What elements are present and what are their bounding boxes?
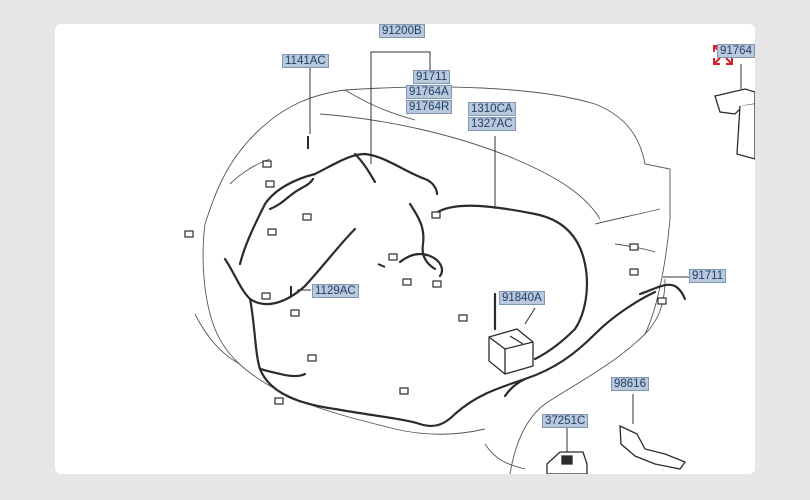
harness-to-relay — [408, 202, 437, 271]
part-label-91764r[interactable]: 91764R — [406, 100, 453, 114]
connector-18 — [629, 268, 639, 276]
bolt-left — [377, 263, 386, 268]
connector-6 — [261, 292, 271, 300]
harness-right-branch — [638, 283, 687, 301]
diagram-frame: 91200B 1141AC 91711 91764A 91764R 1310CA… — [55, 24, 755, 474]
bolt-group — [290, 136, 386, 296]
connector-1 — [262, 160, 272, 168]
leader-91200b — [370, 51, 431, 164]
harness-center-branch — [398, 252, 444, 278]
radiator-outline — [484, 443, 526, 470]
connector-5 — [184, 230, 194, 238]
harness-left-upper — [268, 177, 315, 211]
engine-bay-outline — [204, 86, 671, 474]
side-rail-outline — [194, 313, 241, 365]
harness-bottom-branch — [258, 367, 307, 378]
harness-lower-feed — [503, 377, 527, 398]
part-label-1310ca[interactable]: 1310CA — [468, 102, 516, 116]
connector-13 — [432, 280, 442, 288]
part-37251c — [546, 451, 588, 474]
connector-10 — [399, 387, 409, 395]
harness-upper-branch — [313, 152, 439, 196]
harness-upper-branch-2 — [353, 152, 377, 184]
connector-4 — [267, 228, 277, 236]
fender-left-outline — [202, 223, 486, 435]
part-label-37251c[interactable]: 37251C — [542, 414, 589, 428]
harness-left-branch — [238, 172, 317, 266]
connector-8 — [307, 354, 317, 362]
part-label-91764a[interactable]: 91764A — [406, 85, 452, 99]
connector-7 — [290, 309, 300, 317]
part-label-1141ac[interactable]: 1141AC — [282, 54, 329, 68]
connector-17 — [657, 297, 667, 305]
part-label-98616[interactable]: 98616 — [611, 377, 649, 391]
hood-panel-outline — [319, 113, 601, 220]
connector-11 — [431, 211, 441, 219]
part-label-1327ac[interactable]: 1327AC — [468, 117, 516, 131]
part-label-1129ac[interactable]: 1129AC — [312, 284, 359, 298]
harness-main-trunk — [223, 227, 357, 306]
wiring-harness-drawing — [184, 51, 755, 474]
connector-9 — [274, 397, 284, 405]
bracket-98616 — [619, 424, 687, 470]
harness-right-trunk — [433, 204, 589, 361]
connector-16 — [629, 243, 639, 251]
relay-box — [488, 328, 534, 375]
hood-inner-line — [344, 89, 416, 121]
connector-3 — [302, 213, 312, 221]
part-label-91200b[interactable]: 91200B — [379, 24, 425, 38]
leader-lines — [297, 51, 742, 452]
connector-15 — [458, 314, 468, 322]
bracket-91764 — [714, 88, 755, 160]
harness-lower-loop — [248, 290, 657, 428]
connector-14 — [402, 278, 412, 286]
part-label-91711-right[interactable]: 91711 — [689, 269, 727, 283]
part-label-91840a[interactable]: 91840A — [499, 291, 545, 305]
connector-12 — [388, 253, 398, 261]
part-label-91711-top[interactable]: 91711 — [413, 70, 451, 84]
connector-2 — [265, 180, 275, 188]
leader-91840a — [524, 307, 536, 325]
part-label-91764-edge[interactable]: 91764 — [717, 44, 755, 58]
front-panel-outline — [594, 208, 661, 225]
